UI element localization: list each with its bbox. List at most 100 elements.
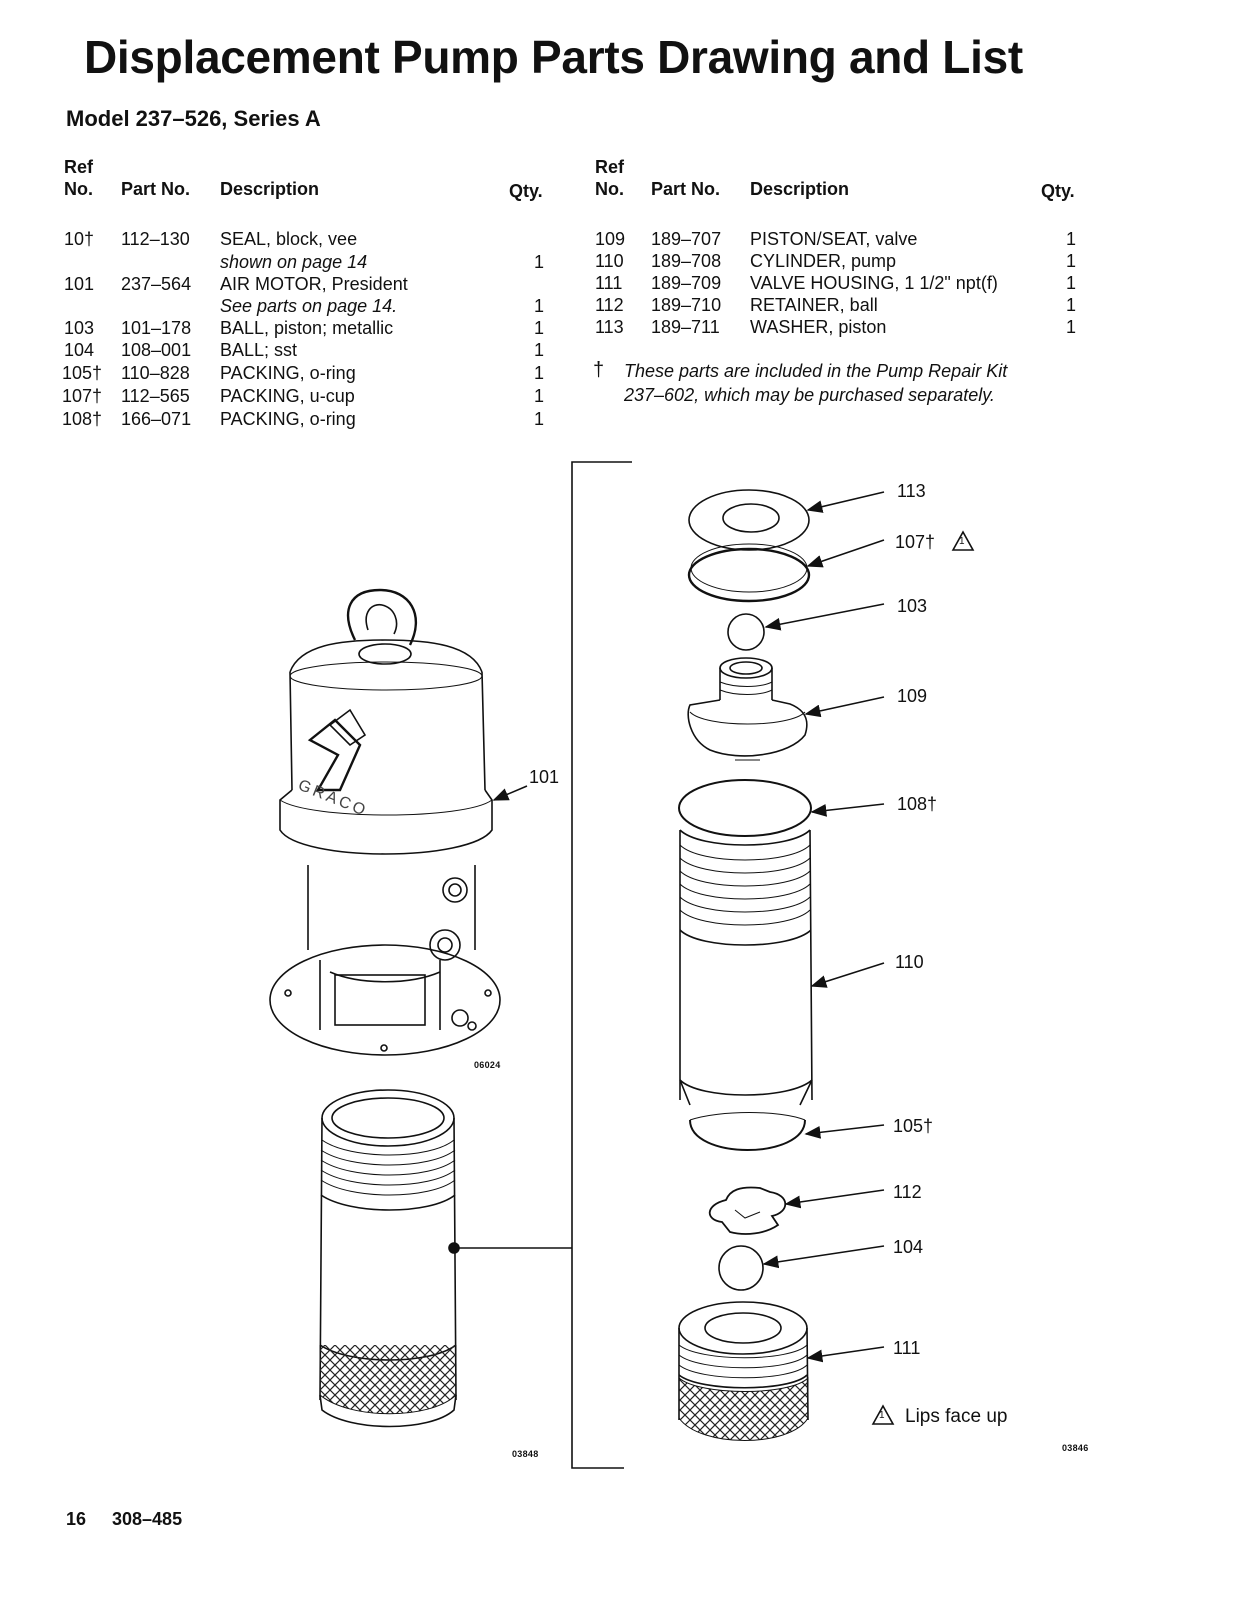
qty: 1: [534, 409, 545, 429]
callout-101: 101: [529, 767, 560, 787]
callout-113: 113: [897, 481, 926, 501]
col-part-no: Part No.: [651, 179, 721, 199]
document-number: 308–485: [112, 1509, 183, 1529]
description: WASHER, piston: [750, 317, 887, 337]
description: AIR MOTOR, President: [220, 274, 408, 294]
qty: 1: [1066, 273, 1077, 293]
col-description: Description: [750, 179, 850, 199]
qty: 1: [1066, 251, 1077, 271]
callout-leaders: [492, 491, 885, 1363]
part-no: 189–708: [651, 251, 722, 271]
triangle-number: 1: [879, 1410, 885, 1421]
qty: 1: [534, 296, 545, 316]
part-113-washer: [688, 489, 810, 551]
lips-face-up-note: Lips face up: [905, 1406, 1008, 1427]
col-no: No.: [64, 179, 93, 199]
part-111-valve-housing: [678, 1301, 809, 1441]
part-no: 189–711: [651, 317, 720, 337]
figure-number: 06024: [474, 1060, 501, 1070]
part-no: 237–564: [121, 274, 192, 294]
ref-no: 101: [64, 274, 95, 294]
part-112-retainer: [708, 1186, 787, 1235]
figure-number: 03848: [512, 1449, 539, 1459]
description-note: shown on page 14: [220, 252, 368, 272]
part-no: 189–709: [651, 273, 722, 293]
col-qty: Qty.: [509, 181, 543, 201]
description: PISTON/SEAT, valve: [750, 229, 918, 249]
part-107-ucup: [687, 547, 811, 603]
part-110-cylinder: [679, 829, 813, 1106]
part-no: 112–565: [121, 386, 190, 406]
ref-no: 111: [595, 273, 623, 293]
col-description: Description: [220, 179, 320, 199]
description: CYLINDER, pump: [750, 251, 897, 271]
ref-no: 112: [595, 295, 624, 315]
callout-111: 111: [893, 1338, 921, 1358]
part-104-ball: [718, 1245, 764, 1291]
col-no: No.: [595, 179, 624, 199]
description: RETAINER, ball: [750, 295, 878, 315]
description: VALVE HOUSING, 1 1/2" npt(f): [750, 273, 998, 293]
repair-kit-note-line1: These parts are included in the Pump Rep…: [624, 361, 1008, 381]
description: PACKING, o-ring: [220, 363, 356, 383]
right-parts-table: Ref No. Part No. Description Qty. 109 18…: [595, 152, 1085, 342]
warning-triangle-icon: [871, 1404, 895, 1425]
repair-kit-note-line2: 237–602, which may be purchased separate…: [624, 385, 995, 405]
callout-104: 104: [893, 1237, 924, 1257]
description: BALL; sst: [220, 340, 298, 360]
model-subtitle: Model 237–526, Series A: [66, 106, 321, 131]
col-part-no: Part No.: [121, 179, 191, 199]
left-parts-table: Ref No. Part No. Description Qty. 10† 11…: [62, 152, 554, 442]
ref-no: 105†: [62, 363, 103, 383]
triangle-number: 1: [959, 536, 965, 547]
assembly-bracket: [448, 461, 632, 1469]
page-number: 16: [66, 1509, 87, 1529]
part-108-oring: [678, 779, 812, 837]
description: PACKING, o-ring: [220, 409, 356, 429]
pump-assembly-drawing: [319, 1089, 457, 1428]
callout-110: 110: [895, 952, 924, 972]
callout-112: 112: [893, 1182, 922, 1202]
description: BALL, piston; metallic: [220, 318, 394, 338]
qty: 1: [534, 252, 545, 272]
ref-no: 110: [595, 251, 624, 271]
qty: 1: [1066, 317, 1077, 337]
part-no: 166–071: [121, 409, 192, 429]
ref-no: 108†: [62, 409, 103, 429]
part-no: 112–130: [121, 229, 190, 249]
callout-103: 103: [897, 596, 928, 616]
part-109-piston-seat: [687, 657, 808, 761]
part-no: 101–178: [121, 318, 192, 338]
warning-triangle-icon: [951, 530, 975, 551]
col-qty: Qty.: [1041, 181, 1075, 201]
ref-no: 113: [595, 317, 624, 337]
callout-109: 109: [897, 686, 928, 706]
qty: 1: [1066, 229, 1077, 249]
ref-no: 104: [64, 340, 95, 360]
description: SEAL, block, vee: [220, 229, 358, 249]
figure-number: 03846: [1062, 1443, 1089, 1453]
part-no: 189–707: [651, 229, 722, 249]
col-ref: Ref: [595, 157, 625, 177]
air-motor-drawing: [269, 588, 501, 1056]
description: PACKING, u-cup: [220, 386, 355, 406]
part-103-ball: [727, 613, 765, 651]
qty: 1: [534, 363, 545, 383]
part-no: 189–710: [651, 295, 722, 315]
ref-no: 109: [595, 229, 626, 249]
exploded-view-drawing: [678, 489, 813, 1441]
part-105-oring: [689, 1119, 806, 1151]
qty: 1: [534, 340, 545, 360]
callout-107: 107†: [895, 532, 936, 552]
part-no: 108–001: [121, 340, 192, 360]
qty: 1: [534, 386, 545, 406]
page-title: Displacement Pump Parts Drawing and List: [84, 31, 1023, 83]
ref-no: 103: [64, 318, 95, 338]
part-no: 110–828: [121, 363, 190, 383]
qty: 1: [1066, 295, 1077, 315]
col-ref: Ref: [64, 157, 94, 177]
ref-no: 107†: [62, 386, 103, 406]
callout-108: 108†: [897, 794, 938, 814]
description-note: See parts on page 14.: [220, 296, 398, 316]
